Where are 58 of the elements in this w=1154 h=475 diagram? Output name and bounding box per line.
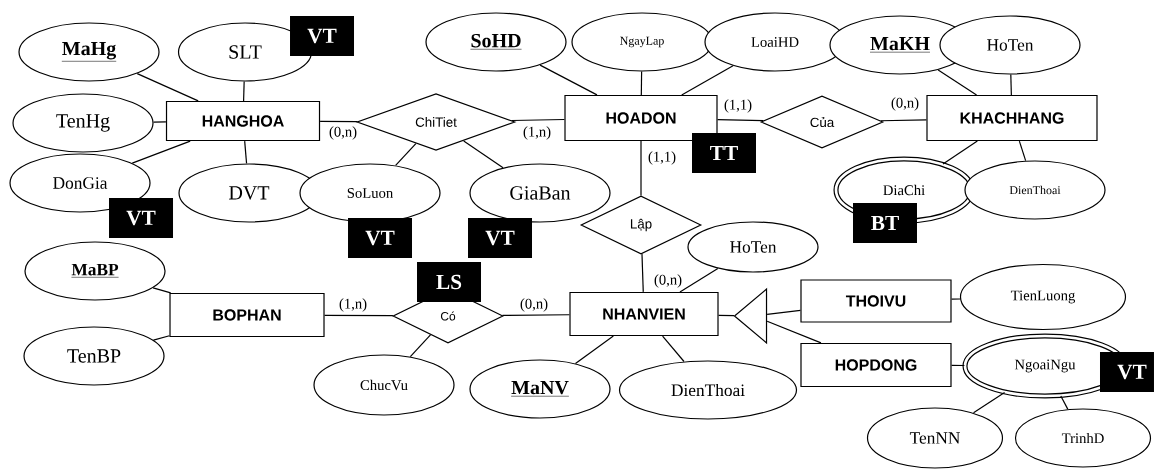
connector-line bbox=[718, 314, 735, 317]
annotation-tag: VT bbox=[468, 218, 532, 258]
connector-line bbox=[574, 335, 614, 364]
connector-line bbox=[152, 287, 172, 294]
entity-box: NHANVIEN bbox=[569, 291, 719, 337]
connector-line bbox=[395, 143, 417, 166]
entity-box: THOIVU bbox=[800, 279, 952, 323]
connector-line bbox=[1010, 74, 1012, 96]
annotation-tag: VT bbox=[290, 16, 354, 56]
annotation-tag: VT bbox=[348, 218, 412, 258]
connector-line bbox=[131, 140, 191, 164]
annotation-tag: TT bbox=[692, 133, 756, 173]
connector-line bbox=[409, 334, 432, 358]
connector-line bbox=[1018, 140, 1027, 162]
connector-line bbox=[243, 81, 245, 102]
connector-line bbox=[153, 121, 167, 123]
connector-line bbox=[501, 314, 570, 317]
connector-line bbox=[324, 314, 394, 317]
connector-line bbox=[951, 364, 965, 367]
cardinality-label: (0,n) bbox=[654, 274, 682, 288]
connector-line bbox=[681, 65, 734, 96]
cardinality-label: (1,1) bbox=[724, 99, 752, 113]
cardinality-label: (0,n) bbox=[520, 298, 548, 312]
connector-line bbox=[937, 69, 978, 96]
connector-line bbox=[510, 118, 565, 122]
cardinality-label: (1,1) bbox=[648, 151, 676, 165]
connector-line bbox=[539, 64, 598, 96]
connector-line bbox=[942, 140, 978, 165]
cardinality-label: (0,n) bbox=[329, 126, 357, 140]
connector-line bbox=[136, 73, 199, 102]
connector-line bbox=[640, 71, 643, 96]
connector-line bbox=[244, 140, 248, 164]
entity-box: BOPHAN bbox=[169, 292, 325, 338]
connector-line bbox=[463, 140, 504, 169]
connector-line bbox=[1060, 395, 1069, 410]
connector-line bbox=[717, 119, 764, 122]
connector-line bbox=[319, 120, 359, 123]
annotation-tag: BT bbox=[853, 203, 917, 243]
connector-line bbox=[641, 253, 644, 293]
cardinality-label: (1,n) bbox=[523, 126, 551, 140]
connector-line bbox=[662, 335, 685, 363]
cardinality-label: (1,n) bbox=[339, 298, 367, 312]
annotation-tag: VT bbox=[109, 198, 173, 238]
connector-line bbox=[880, 119, 927, 122]
entity-box: HOADON bbox=[564, 94, 718, 142]
entity-box: KHACHHANG bbox=[926, 94, 1098, 142]
connector-line bbox=[640, 140, 642, 196]
cardinality-label: (0,n) bbox=[891, 97, 919, 111]
connector-line bbox=[766, 309, 801, 315]
connector-line bbox=[679, 268, 719, 293]
connector-line bbox=[972, 391, 1006, 414]
connector-line bbox=[951, 298, 961, 300]
entity-box: HANGHOA bbox=[165, 100, 321, 142]
annotation-tag: VT bbox=[1100, 352, 1154, 392]
annotation-tag: LS bbox=[417, 262, 481, 302]
connector-line bbox=[766, 320, 822, 344]
entity-box: HOPDONG bbox=[800, 342, 952, 388]
connector-line bbox=[152, 335, 170, 341]
